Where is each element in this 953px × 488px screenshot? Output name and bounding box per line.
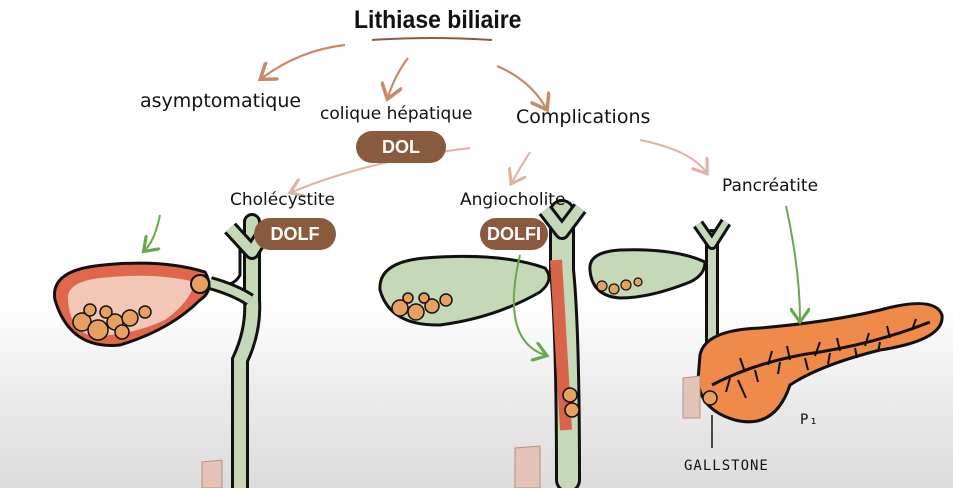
label-angiocholite: Angiocholite [460,190,566,210]
arrow-to-asymptomatique [262,43,346,78]
green-arrow-cholecystite [145,214,161,250]
label-pancreatite: Pancréatite [722,176,819,196]
badge-dol: DOL [356,131,446,163]
label-asymptomatique: asymptomatique [140,90,302,112]
arrow-to-complications [496,64,546,108]
label-p1: P₁ [800,412,819,428]
label-cholecystite: Cholécystite [230,190,336,210]
green-arrow-pancreatite [785,205,800,320]
arrow-to-cholecystite [292,147,471,192]
arrow-to-colique [388,57,409,97]
green-arrow-angiocholite [512,254,545,355]
label-gallstone: GALLSTONE [684,458,769,474]
gallbladder-cholecystitis [53,213,275,488]
pancreas [696,302,944,424]
arrow-to-angiocholite [512,151,531,182]
page-title: Lithiase biliaire [354,6,522,34]
arrow-to-pancreatite [639,139,706,172]
title-underline [371,37,493,41]
badge-dolf: DOLF [254,218,336,250]
gallbladder-angiocholitis [378,199,587,488]
label-complications: Complications [516,106,651,128]
gallbladder-pancreatitis [588,218,944,448]
badge-dolfi: DOLFI [480,218,548,250]
label-colique-hepatique: colique hépatique [320,104,473,124]
